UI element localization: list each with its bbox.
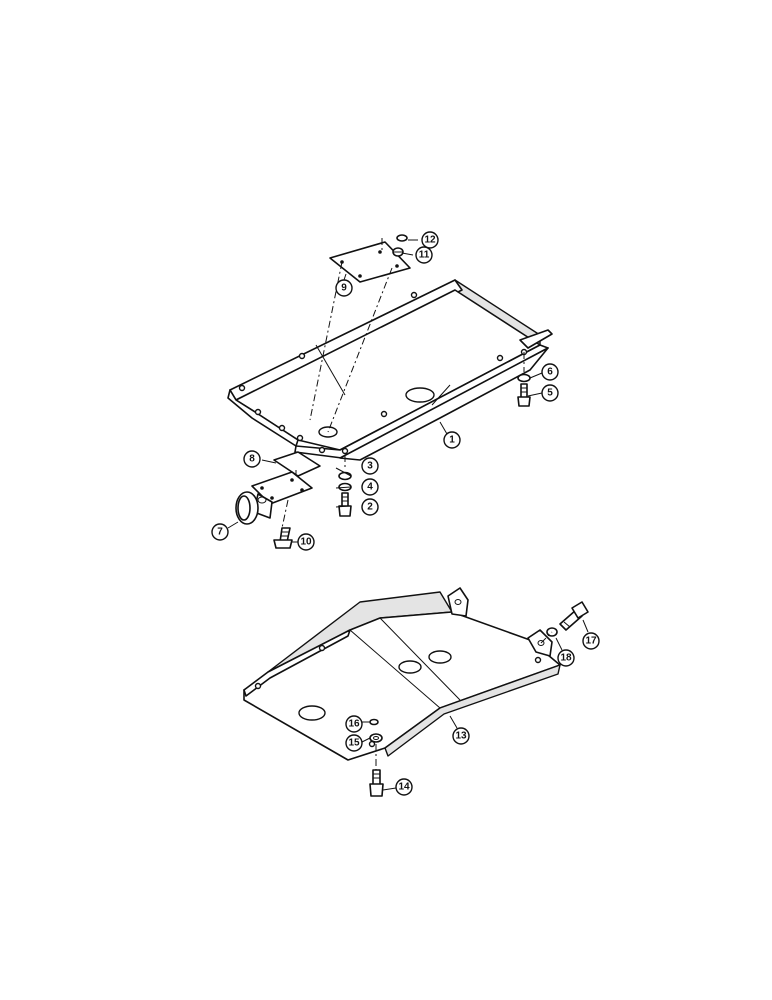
callout-12: 12 (421, 231, 439, 249)
callout-3-label: 3 (367, 461, 373, 472)
callout-17: 17 (582, 632, 600, 650)
washer-3 (338, 471, 352, 481)
callout-10: 10 (297, 533, 315, 551)
callout-13: 13 (452, 727, 470, 745)
bolt-2 (338, 492, 352, 517)
callout-1-label: 1 (449, 435, 455, 446)
bolt-14 (369, 769, 384, 797)
callout-2: 2 (361, 498, 379, 516)
callout-18: 18 (557, 649, 575, 667)
callout-5-label: 5 (547, 388, 553, 399)
nut-11 (392, 247, 404, 257)
callout-2-label: 2 (367, 502, 373, 513)
callout-8: 8 (243, 450, 261, 468)
callout-15-label: 15 (348, 738, 360, 749)
callout-14-label: 14 (398, 782, 410, 793)
callout-4-label: 4 (367, 482, 373, 493)
callout-9-label: 9 (341, 283, 347, 294)
callout-7-label: 7 (217, 527, 223, 538)
washer-15 (369, 733, 383, 743)
callout-1: 1 (443, 431, 461, 449)
mounting-clip-rear (447, 587, 469, 617)
callout-18-label: 18 (560, 653, 572, 664)
callout-9: 9 (335, 279, 353, 297)
upper-pan-assembly (227, 234, 553, 549)
bolt-5 (517, 383, 531, 407)
caster-wheel-7 (235, 471, 313, 525)
callout-12-label: 12 (424, 235, 436, 246)
callout-3: 3 (361, 457, 379, 475)
lower-pan-assembly (243, 587, 589, 797)
callout-17-label: 17 (585, 636, 597, 647)
upper-pan (227, 279, 553, 461)
washer-12 (396, 234, 408, 242)
callout-11-label: 11 (419, 250, 430, 261)
bracket-plate-8 (273, 451, 321, 477)
callout-15: 15 (345, 734, 363, 752)
bolt-10 (273, 527, 293, 549)
callout-4: 4 (361, 478, 379, 496)
callout-13-label: 13 (455, 731, 467, 742)
callout-16: 16 (345, 715, 363, 733)
bolt-17 (559, 601, 589, 631)
callout-14: 14 (395, 778, 413, 796)
callout-8-label: 8 (249, 454, 255, 465)
callout-6-label: 6 (547, 367, 553, 378)
nut-16 (369, 718, 379, 726)
callout-5: 5 (541, 384, 559, 402)
callout-7: 7 (211, 523, 229, 541)
mounting-clip-right (527, 629, 553, 657)
leader-lines (227, 239, 589, 791)
callout-11: 11 (415, 246, 433, 264)
callout-16-label: 16 (348, 719, 360, 730)
callout-6: 6 (541, 363, 559, 381)
callout-10-label: 10 (300, 537, 312, 548)
washer-6 (517, 373, 531, 383)
